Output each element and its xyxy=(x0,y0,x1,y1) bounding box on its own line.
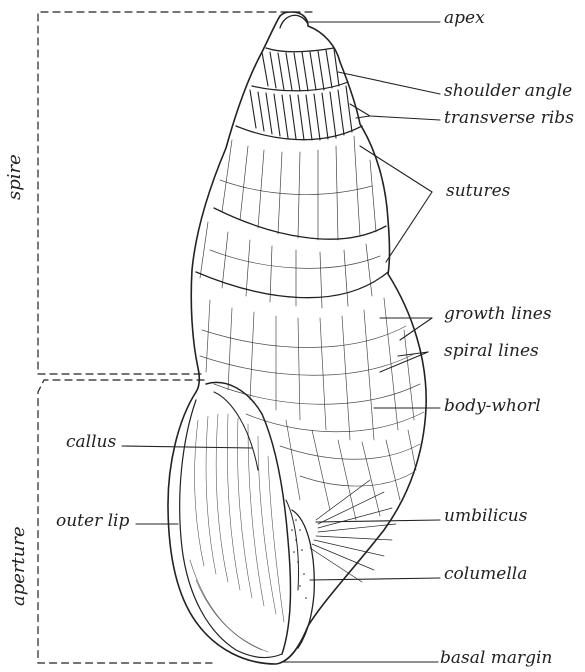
label-basal-margin: basal margin xyxy=(440,650,552,667)
label-umbilicus: umbilicus xyxy=(444,508,527,525)
spire-bracket xyxy=(38,12,312,374)
leader-lines xyxy=(122,22,440,662)
leader-umbilicus xyxy=(316,520,440,522)
leader-ribs-1 xyxy=(350,104,440,120)
suture-5 xyxy=(196,272,388,298)
suture-1 xyxy=(266,48,334,52)
spiral-lines xyxy=(200,180,424,486)
transverse-ribs xyxy=(250,49,352,140)
apex-cap xyxy=(280,15,308,28)
growth-lines-body xyxy=(206,298,416,520)
leader-sutures-2 xyxy=(386,192,432,262)
leader-columella xyxy=(310,578,440,580)
label-columella: columella xyxy=(444,566,527,583)
leader-callus xyxy=(122,446,252,448)
label-transverse-ribs: transverse ribs xyxy=(444,110,574,127)
label-outer-lip: outer lip xyxy=(56,513,129,530)
shell-outline xyxy=(168,12,426,664)
label-aperture: aperture xyxy=(10,526,28,606)
leader-shoulder xyxy=(338,72,440,94)
label-spiral-lines: spiral lines xyxy=(444,343,539,360)
label-callus: callus xyxy=(66,434,116,451)
label-apex: apex xyxy=(444,10,485,27)
growth-lines-spire xyxy=(200,136,376,308)
callus-edge xyxy=(214,392,258,470)
label-shoulder-angle: shoulder angle xyxy=(444,83,572,100)
columella-stipple xyxy=(291,519,307,599)
label-body-whorl: body-whorl xyxy=(444,398,541,415)
label-growth-lines: growth lines xyxy=(444,306,552,323)
label-sutures: sutures xyxy=(446,183,510,200)
label-spire: spire xyxy=(6,154,24,200)
